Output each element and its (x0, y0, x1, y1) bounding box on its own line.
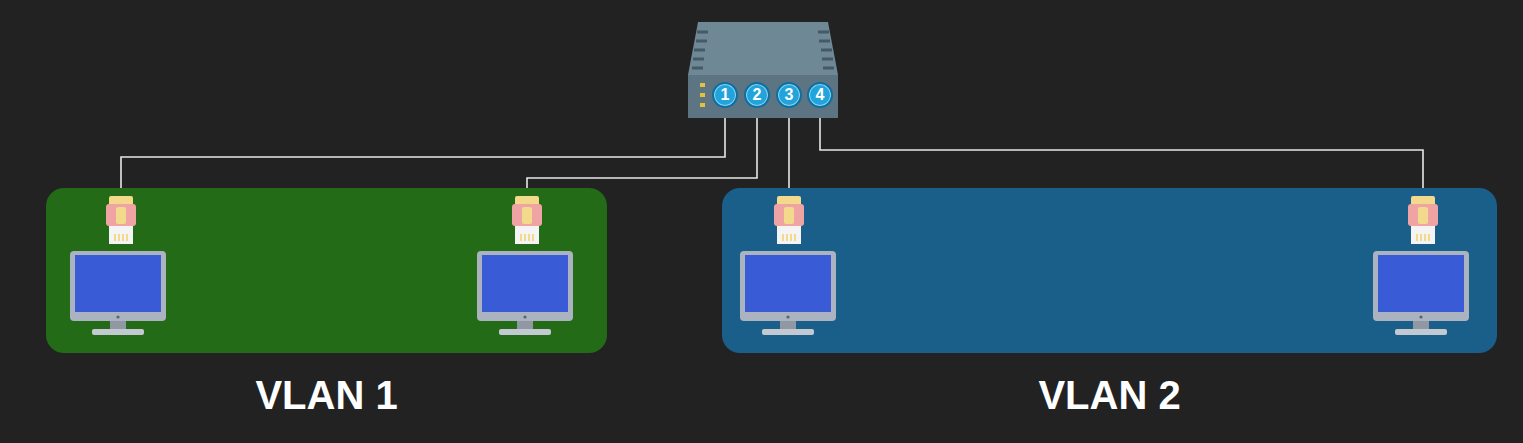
network-cable (820, 108, 1423, 188)
vlan-label: VLAN 2 (722, 375, 1497, 415)
switch-body (688, 22, 838, 118)
network-cable (121, 108, 725, 188)
computer-icon (70, 251, 166, 335)
network-cable (788, 108, 790, 188)
switch-port: 4 (807, 82, 833, 108)
vlan-region: VLAN 1 (46, 188, 607, 353)
computer-icon (740, 251, 836, 335)
switch-port: 1 (712, 82, 738, 108)
rj45-plug (1408, 196, 1438, 244)
network-cable (527, 108, 757, 188)
port-number: 2 (753, 87, 762, 103)
rj45-plug (106, 196, 136, 244)
vlan-label: VLAN 1 (46, 375, 607, 415)
vlan-region: VLAN 2 (722, 188, 1497, 353)
port-number: 3 (785, 87, 794, 103)
port-number: 4 (816, 87, 825, 103)
switch-port: 3 (776, 82, 802, 108)
rj45-plug (512, 196, 542, 244)
computer-icon (1373, 251, 1469, 335)
rj45-plug (774, 196, 804, 244)
switch-port: 2 (744, 82, 770, 108)
computer-icon (477, 251, 573, 335)
port-number: 1 (721, 87, 730, 103)
